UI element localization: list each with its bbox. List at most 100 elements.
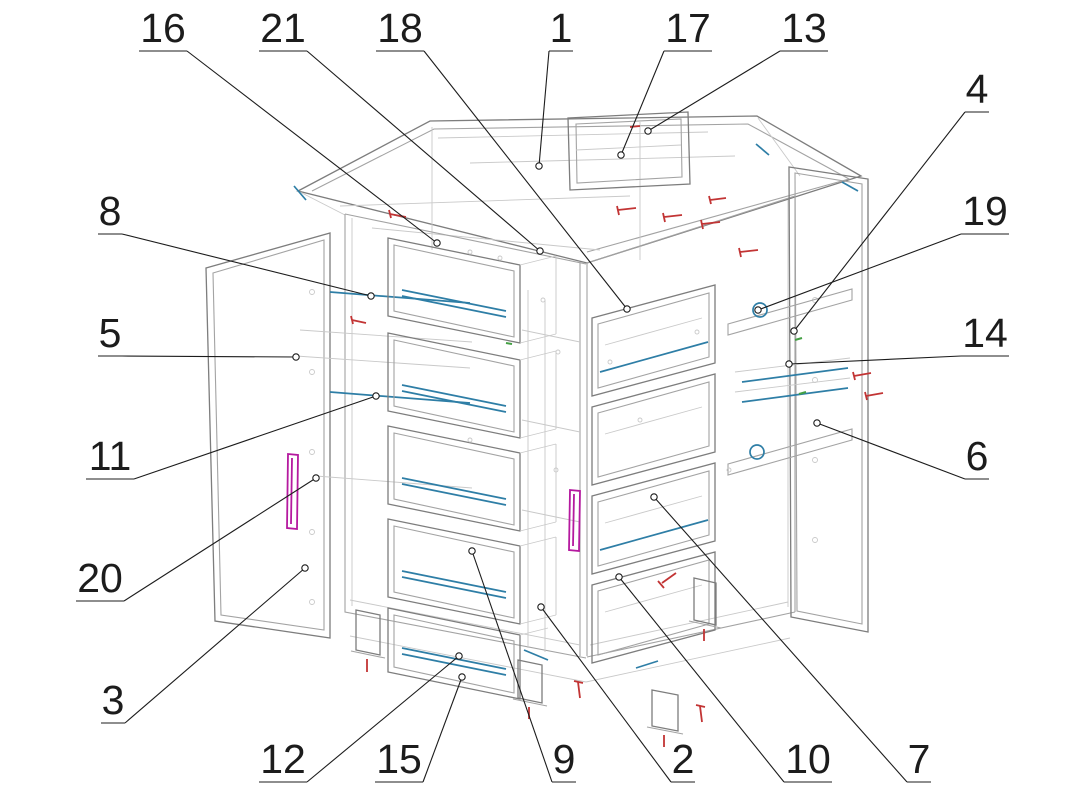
callout-leader-line xyxy=(653,496,908,783)
callout-number: 18 xyxy=(377,5,423,51)
callout-11: 11 xyxy=(86,392,380,480)
callout-5: 5 xyxy=(98,310,300,361)
callout-leader-line xyxy=(788,355,962,365)
callout-13: 13 xyxy=(644,5,828,135)
callout-16: 16 xyxy=(139,5,441,247)
callout-number: 14 xyxy=(962,310,1008,356)
screws-and-fittings xyxy=(293,125,884,723)
callout-3: 3 xyxy=(101,564,309,724)
callout-target-dot xyxy=(312,474,320,482)
callout-leader-line xyxy=(471,550,553,783)
callout-target-dot xyxy=(785,360,793,368)
callout-number: 10 xyxy=(785,736,831,782)
callout-number: 12 xyxy=(260,736,306,782)
callout-number: 7 xyxy=(908,736,931,782)
callout-leader-line xyxy=(793,111,966,332)
callout-target-dot xyxy=(292,353,300,361)
callout-number: 9 xyxy=(553,736,576,782)
right-drawer-stack xyxy=(591,284,716,664)
right-drawer-1 xyxy=(591,284,716,397)
right-door xyxy=(788,166,869,633)
legs xyxy=(350,577,722,747)
drawer-front-4 xyxy=(387,518,557,625)
callout-target-dot xyxy=(367,292,375,300)
callout-21: 21 xyxy=(259,5,544,255)
right-drawer-2 xyxy=(591,373,716,486)
top-exploded-drawer-box xyxy=(567,111,691,191)
drawer-front-2 xyxy=(387,332,557,439)
callout-10: 10 xyxy=(615,573,832,783)
callout-layer: 16 21 18 1 17 13 4 8 19 5 14 11 6 20 3 12 15 9 2 10 7 xyxy=(76,5,1009,783)
callout-target-dot xyxy=(650,493,658,501)
callout-leader-line xyxy=(422,676,463,783)
callout-number: 20 xyxy=(77,555,123,601)
callout-number: 5 xyxy=(99,310,122,356)
callout-8: 8 xyxy=(98,188,375,300)
callout-number: 4 xyxy=(966,66,989,112)
callout-leader-line xyxy=(121,233,372,297)
callout-target-dot xyxy=(790,327,798,335)
callout-6: 6 xyxy=(813,419,989,480)
callout-target-dot xyxy=(301,564,309,572)
left-door xyxy=(205,232,331,639)
cabinet-wireframe xyxy=(205,111,884,747)
callout-leader-line xyxy=(816,422,966,480)
callout-number: 16 xyxy=(140,5,186,51)
handles xyxy=(286,453,581,552)
callout-target-dot xyxy=(458,673,466,681)
callout-number: 3 xyxy=(102,677,125,723)
callout-leader-line xyxy=(538,50,550,167)
callout-target-dot xyxy=(813,419,821,427)
callout-number: 17 xyxy=(665,5,711,51)
left-rails-and-rods xyxy=(295,291,473,489)
callout-target-dot xyxy=(535,162,543,170)
callout-target-dot xyxy=(433,239,441,247)
callout-1: 1 xyxy=(535,5,573,170)
callout-target-dot xyxy=(455,652,463,660)
callout-9: 9 xyxy=(468,547,576,783)
callout-leader-line xyxy=(423,50,628,310)
callout-target-dot xyxy=(615,573,623,581)
callout-number: 11 xyxy=(89,433,132,479)
callout-leader-line xyxy=(121,355,297,358)
callout-leader-line xyxy=(620,50,665,156)
callout-leader-line xyxy=(123,477,317,602)
callout-number: 2 xyxy=(672,736,695,782)
callout-target-dot xyxy=(372,392,380,400)
callout-leader-line xyxy=(186,50,438,244)
callout-15: 15 xyxy=(375,673,466,783)
left-drawer-stack xyxy=(387,237,557,700)
callout-leader-line xyxy=(124,567,306,724)
carcass-frame xyxy=(344,195,796,683)
callout-number: 13 xyxy=(781,5,827,51)
drawer-front-1 xyxy=(387,237,557,344)
callout-number: 19 xyxy=(962,188,1008,234)
right-drawer-3 xyxy=(591,462,716,575)
callout-target-dot xyxy=(537,603,545,611)
callout-number: 21 xyxy=(260,5,306,51)
callout-19: 19 xyxy=(754,188,1009,314)
callout-leader-line xyxy=(306,50,541,252)
callout-target-dot xyxy=(468,547,476,555)
callout-7: 7 xyxy=(650,493,931,783)
callout-target-dot xyxy=(623,305,631,313)
callout-12: 12 xyxy=(259,652,463,783)
callout-18: 18 xyxy=(376,5,631,313)
callout-2: 2 xyxy=(537,603,695,783)
drawer-front-5 xyxy=(387,607,549,700)
callout-number: 8 xyxy=(99,188,122,234)
callout-leader-line xyxy=(540,606,672,783)
callout-14: 14 xyxy=(785,310,1009,368)
drawer-front-3 xyxy=(387,425,557,532)
callout-number: 6 xyxy=(966,433,989,479)
callout-20: 20 xyxy=(76,474,320,602)
callout-target-dot xyxy=(754,306,762,314)
callout-leader-line xyxy=(647,50,781,132)
callout-target-dot xyxy=(617,151,625,159)
callout-leader-line xyxy=(133,395,377,480)
right-side-shelves xyxy=(727,288,853,476)
callout-number: 1 xyxy=(550,5,573,51)
callout-17: 17 xyxy=(617,5,712,159)
